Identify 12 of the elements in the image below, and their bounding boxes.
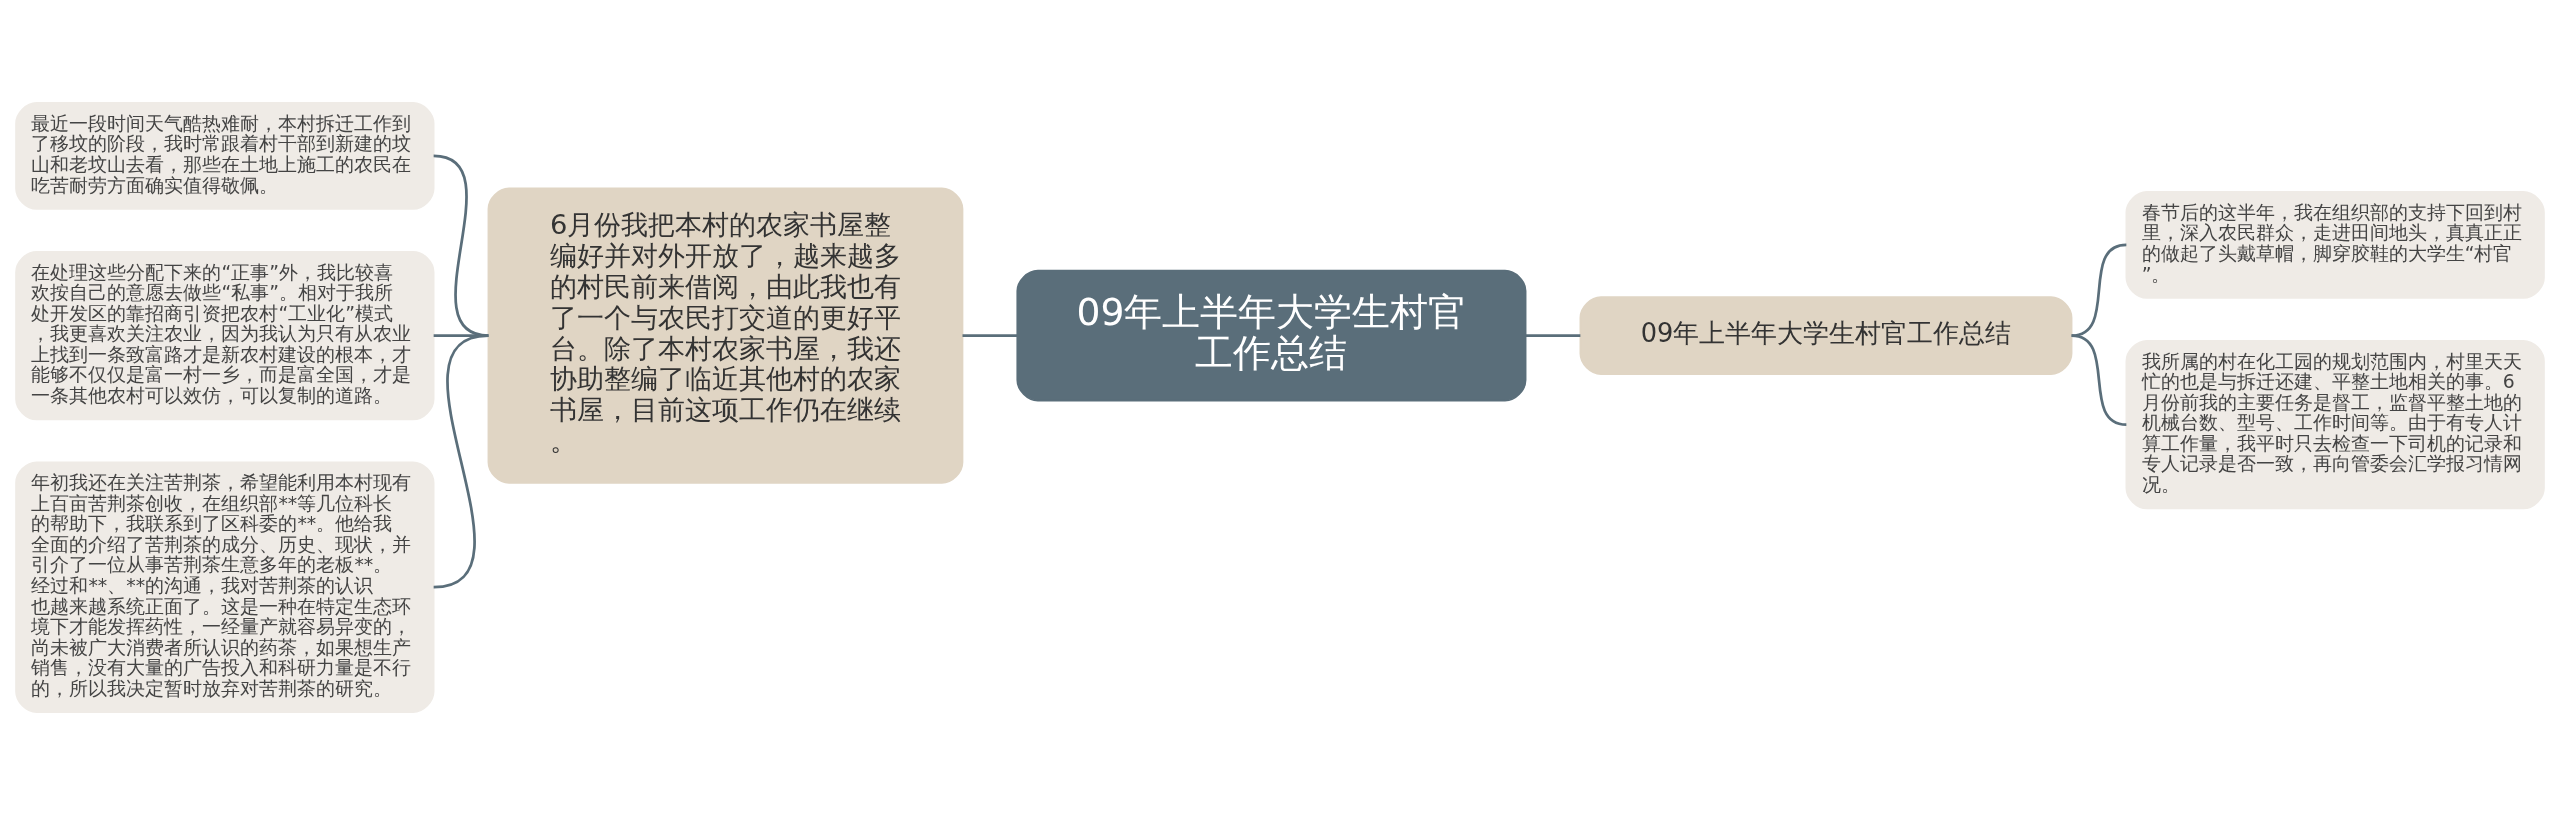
connector xyxy=(433,333,489,589)
node-box: 6月份我把本村的农家书屋整编好并对外开放了，越来越多的村民前来借阅，由此我也有了一个与农民打交道的更好平台。除了本村农家书屋，我还协助整编了临近其他村的农家书屋，目前这项工作仍在继续。 xyxy=(487,187,964,484)
connector xyxy=(1525,333,1581,337)
connector xyxy=(2071,333,2127,426)
node-box: 在处理这些分配下来的“正事”外，我比较喜欢按自己的意愿去做些“私事”。相对于我所处开发区的靠招商引资把农村“工业化”模式，我更喜欢关注农业，因为我认为只有从农业上找到一条致富路才是新农村建设的根本，才能够不仅仅是富一村一乡，而是富全国，才是一条其他农村可以效仿，可以复制的道路。 xyxy=(15,250,435,420)
node-box: 最近一段时间天气酷热难耐，本村拆迁工作到了移坟的阶段，我时常跟着村干部到新建的坟山和老坟山去看，那些在土地上施工的农民在吃苦耐劳方面确实值得敬佩。 xyxy=(15,101,435,210)
node-box: 春节后的这半年，我在组织部的支持下回到村里，深入农民群众，走进田间地头，真真正正的做起了头戴草帽，脚穿胶鞋的大学生“村官”。 xyxy=(2125,190,2545,299)
node-box: 我所属的村在化工园的规划范围内，村里天天忙的也是与拆迁还建、平整土地相关的事。6月份前我的主要任务是督工，监督平整土地的机械台数、型号、工作时间等。由于有专人计算工作量，我平时只去检查一下司机的记录和专人记录是否一致，再向管委会汇学报习情网况。 xyxy=(2125,339,2545,509)
node-box: 09年上半年大学生村官工作总结 xyxy=(1016,269,1527,401)
node-box: 09年上半年大学生村官工作总结 xyxy=(1579,295,2073,375)
node-box: 年初我还在关注苦荆茶，希望能利用本村现有上百亩苦荆茶创收，在组织部**等几位科长的帮助下，我联系到了区科委的**。他给我全面的介绍了苦荆茶的成分、历史、现状，并引介了一位从事苦荆茶生意多年的老板**。经过和**、**的沟通，我对苦荆茶的认识也越来越系统正面了。这是一种在特定生态环境下才能发挥药性，一经量产就容易异变的，尚未被广大消费者所认识的药茶，如果想生产销售，没有大量的广告投入和科研力量是不行的，所以我决定暂时放弃对苦荆茶的研究。 xyxy=(15,460,435,713)
connector xyxy=(962,333,1018,337)
